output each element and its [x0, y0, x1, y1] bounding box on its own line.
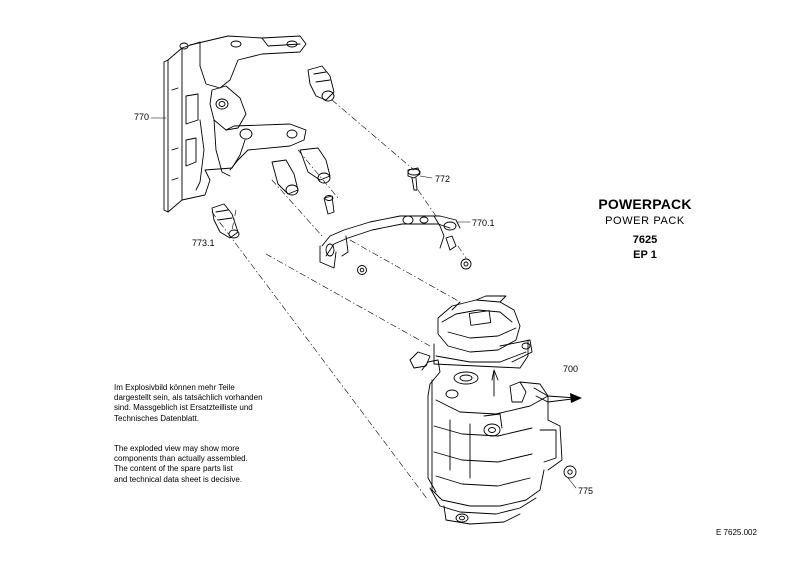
- edition-label: EP 1: [633, 249, 657, 261]
- callout-leaders: [150, 117, 577, 489]
- power-pack-unit: [409, 295, 581, 525]
- leader-lines: [211, 99, 467, 501]
- callout-700: 700: [563, 364, 579, 374]
- note-german: Im Explosivbild können mehr Teile darges…: [114, 383, 263, 424]
- note-de-line: sind. Massgeblich ist Ersatzteilliste un…: [114, 403, 253, 413]
- note-de-line: dargestellt sein, als tatsächlich vorhan…: [114, 393, 263, 403]
- flow-arrow: [547, 393, 582, 403]
- note-en-line: The content of the spare parts list: [114, 464, 233, 474]
- callout-770: 770: [134, 112, 150, 122]
- title-sub: POWER PACK: [605, 215, 685, 227]
- callout-772: 772: [435, 174, 451, 184]
- note-en-line: and technical data sheet is decisive.: [114, 474, 243, 484]
- note-en-line: The exploded view may show more: [114, 444, 240, 453]
- note-english: The exploded view may show more componen…: [114, 444, 248, 485]
- callout-773-1: 773.1: [192, 238, 215, 248]
- callout-770-1: 770.1: [472, 218, 495, 228]
- pipe-assembly: [319, 167, 472, 275]
- title-main: POWERPACK: [598, 196, 692, 212]
- bracket-assembly: [163, 35, 335, 239]
- part-number: 7625: [632, 234, 658, 246]
- document-number: E 7625.002: [716, 528, 757, 537]
- note-de-line: Technisches Datenblatt.: [114, 413, 199, 423]
- note-de-line: Im Explosivbild können mehr Teile: [114, 383, 235, 392]
- callout-775: 775: [578, 486, 594, 496]
- note-en-line: components than actually assembled.: [114, 454, 248, 464]
- title-block: POWERPACK POWER PACK 7625 EP 1: [580, 196, 710, 261]
